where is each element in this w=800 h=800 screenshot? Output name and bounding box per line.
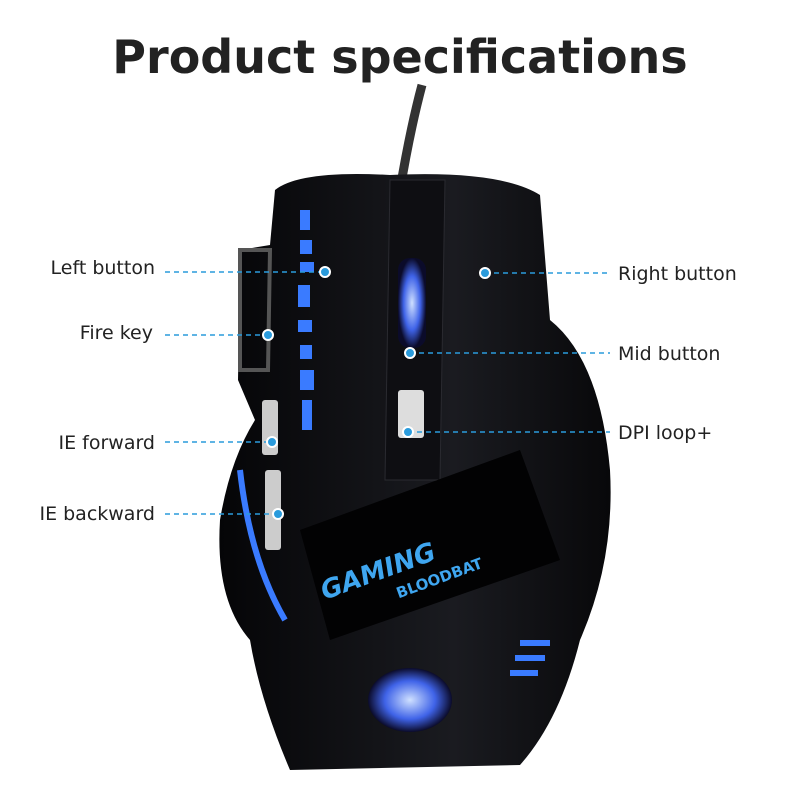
page-title: Product specifications xyxy=(112,30,688,84)
label-ie-forward: IE forward xyxy=(58,432,156,454)
bat-logo xyxy=(368,668,452,732)
dpi-button-shape xyxy=(398,390,424,438)
label-mid-button: Mid button xyxy=(618,343,721,365)
label-right-button: Right button xyxy=(618,263,737,285)
right-side-led xyxy=(510,640,550,676)
callout-dots xyxy=(262,266,491,520)
label-ie-backward: IE backward xyxy=(39,503,155,525)
label-left-button: Left button xyxy=(50,257,155,279)
scroll-wheel xyxy=(398,258,426,348)
label-dpi-loop: DPI loop+ xyxy=(618,422,713,444)
left-led-strip xyxy=(298,210,314,430)
label-fire-key: Fire key xyxy=(79,322,153,344)
callout-lines xyxy=(165,271,610,515)
